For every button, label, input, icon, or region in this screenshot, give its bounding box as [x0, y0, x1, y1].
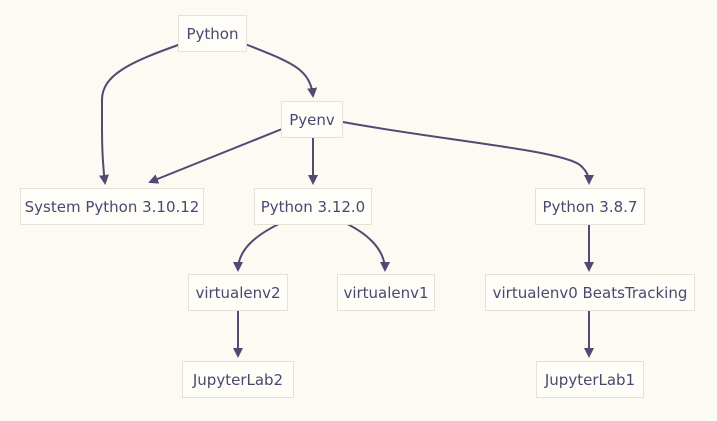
- edge-python-312-virtualenv1: [342, 221, 390, 272]
- node-jupyterlab1: JupyterLab1: [536, 361, 644, 398]
- node-python-3-8-7: Python 3.8.7: [535, 188, 645, 225]
- node-pyenv: Pyenv: [281, 101, 343, 138]
- node-python: Python: [178, 15, 247, 52]
- node-system-python: System Python 3.10.12: [20, 188, 204, 225]
- edge-pyenv-python-387: [342, 121, 594, 185]
- node-virtualenv0-beatstracking: virtualenv0 BeatsTracking: [485, 274, 695, 311]
- node-virtualenv2: virtualenv2: [188, 274, 288, 311]
- edge-python-pyenv: [244, 43, 318, 98]
- node-python-3-12-0: Python 3.12.0: [254, 188, 372, 225]
- node-jupyterlab2: JupyterLab2: [182, 361, 294, 398]
- node-virtualenv1: virtualenv1: [337, 274, 435, 311]
- edge-pyenv-system-python: [148, 128, 283, 184]
- edge-python-312-virtualenv2: [233, 221, 284, 272]
- edge-python-system-python: [99, 43, 182, 185]
